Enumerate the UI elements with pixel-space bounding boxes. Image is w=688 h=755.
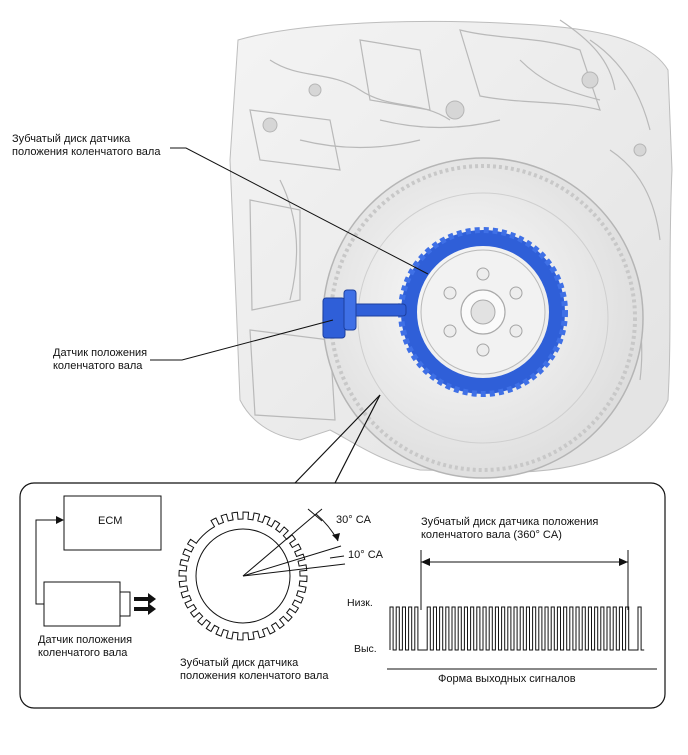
angle-10-label: 10° CA — [348, 549, 383, 561]
callout-leaders — [150, 147, 429, 361]
waveform-pulses — [389, 606, 645, 651]
output-waveform — [389, 606, 645, 651]
ten-degree-pointer — [329, 555, 345, 559]
sensor-box — [43, 581, 131, 627]
span-arrow-right-icon — [619, 558, 628, 566]
level-high-label: Выс. — [354, 643, 377, 655]
span-dimension — [420, 550, 629, 610]
span-arrow-left-icon — [421, 558, 430, 566]
ecm-arrow-icon — [56, 516, 64, 524]
crankshaft-sensor — [322, 289, 407, 339]
ecm-label: ECM — [98, 515, 123, 527]
angle-30-label: 30° CA — [336, 514, 371, 526]
inset-sensor-label: Датчик положения коленчатого вала — [38, 634, 133, 659]
level-low-label: Низк. — [347, 597, 373, 609]
waveform-caption: Форма выходных сигналов — [438, 673, 576, 685]
span-caption: Зубчатый диск датчика положения коленчат… — [421, 516, 599, 541]
callout-reluctor-label: Зубчатый диск датчика положения коленчат… — [12, 133, 161, 158]
flywheel-hub — [443, 267, 523, 357]
zoom-wedge — [294, 394, 381, 484]
inset-box — [19, 482, 666, 709]
sensor-ecm-wire — [35, 519, 58, 605]
ecm-box — [63, 495, 162, 551]
wheel-caption: Зубчатый диск датчика положения коленчат… — [180, 657, 329, 682]
angle-indicator — [242, 508, 346, 577]
wheel-inner-circle — [195, 528, 291, 624]
signal-arrows-icon — [134, 593, 156, 615]
callout-sensor-label: Датчик положения коленчатого вала — [53, 347, 148, 372]
